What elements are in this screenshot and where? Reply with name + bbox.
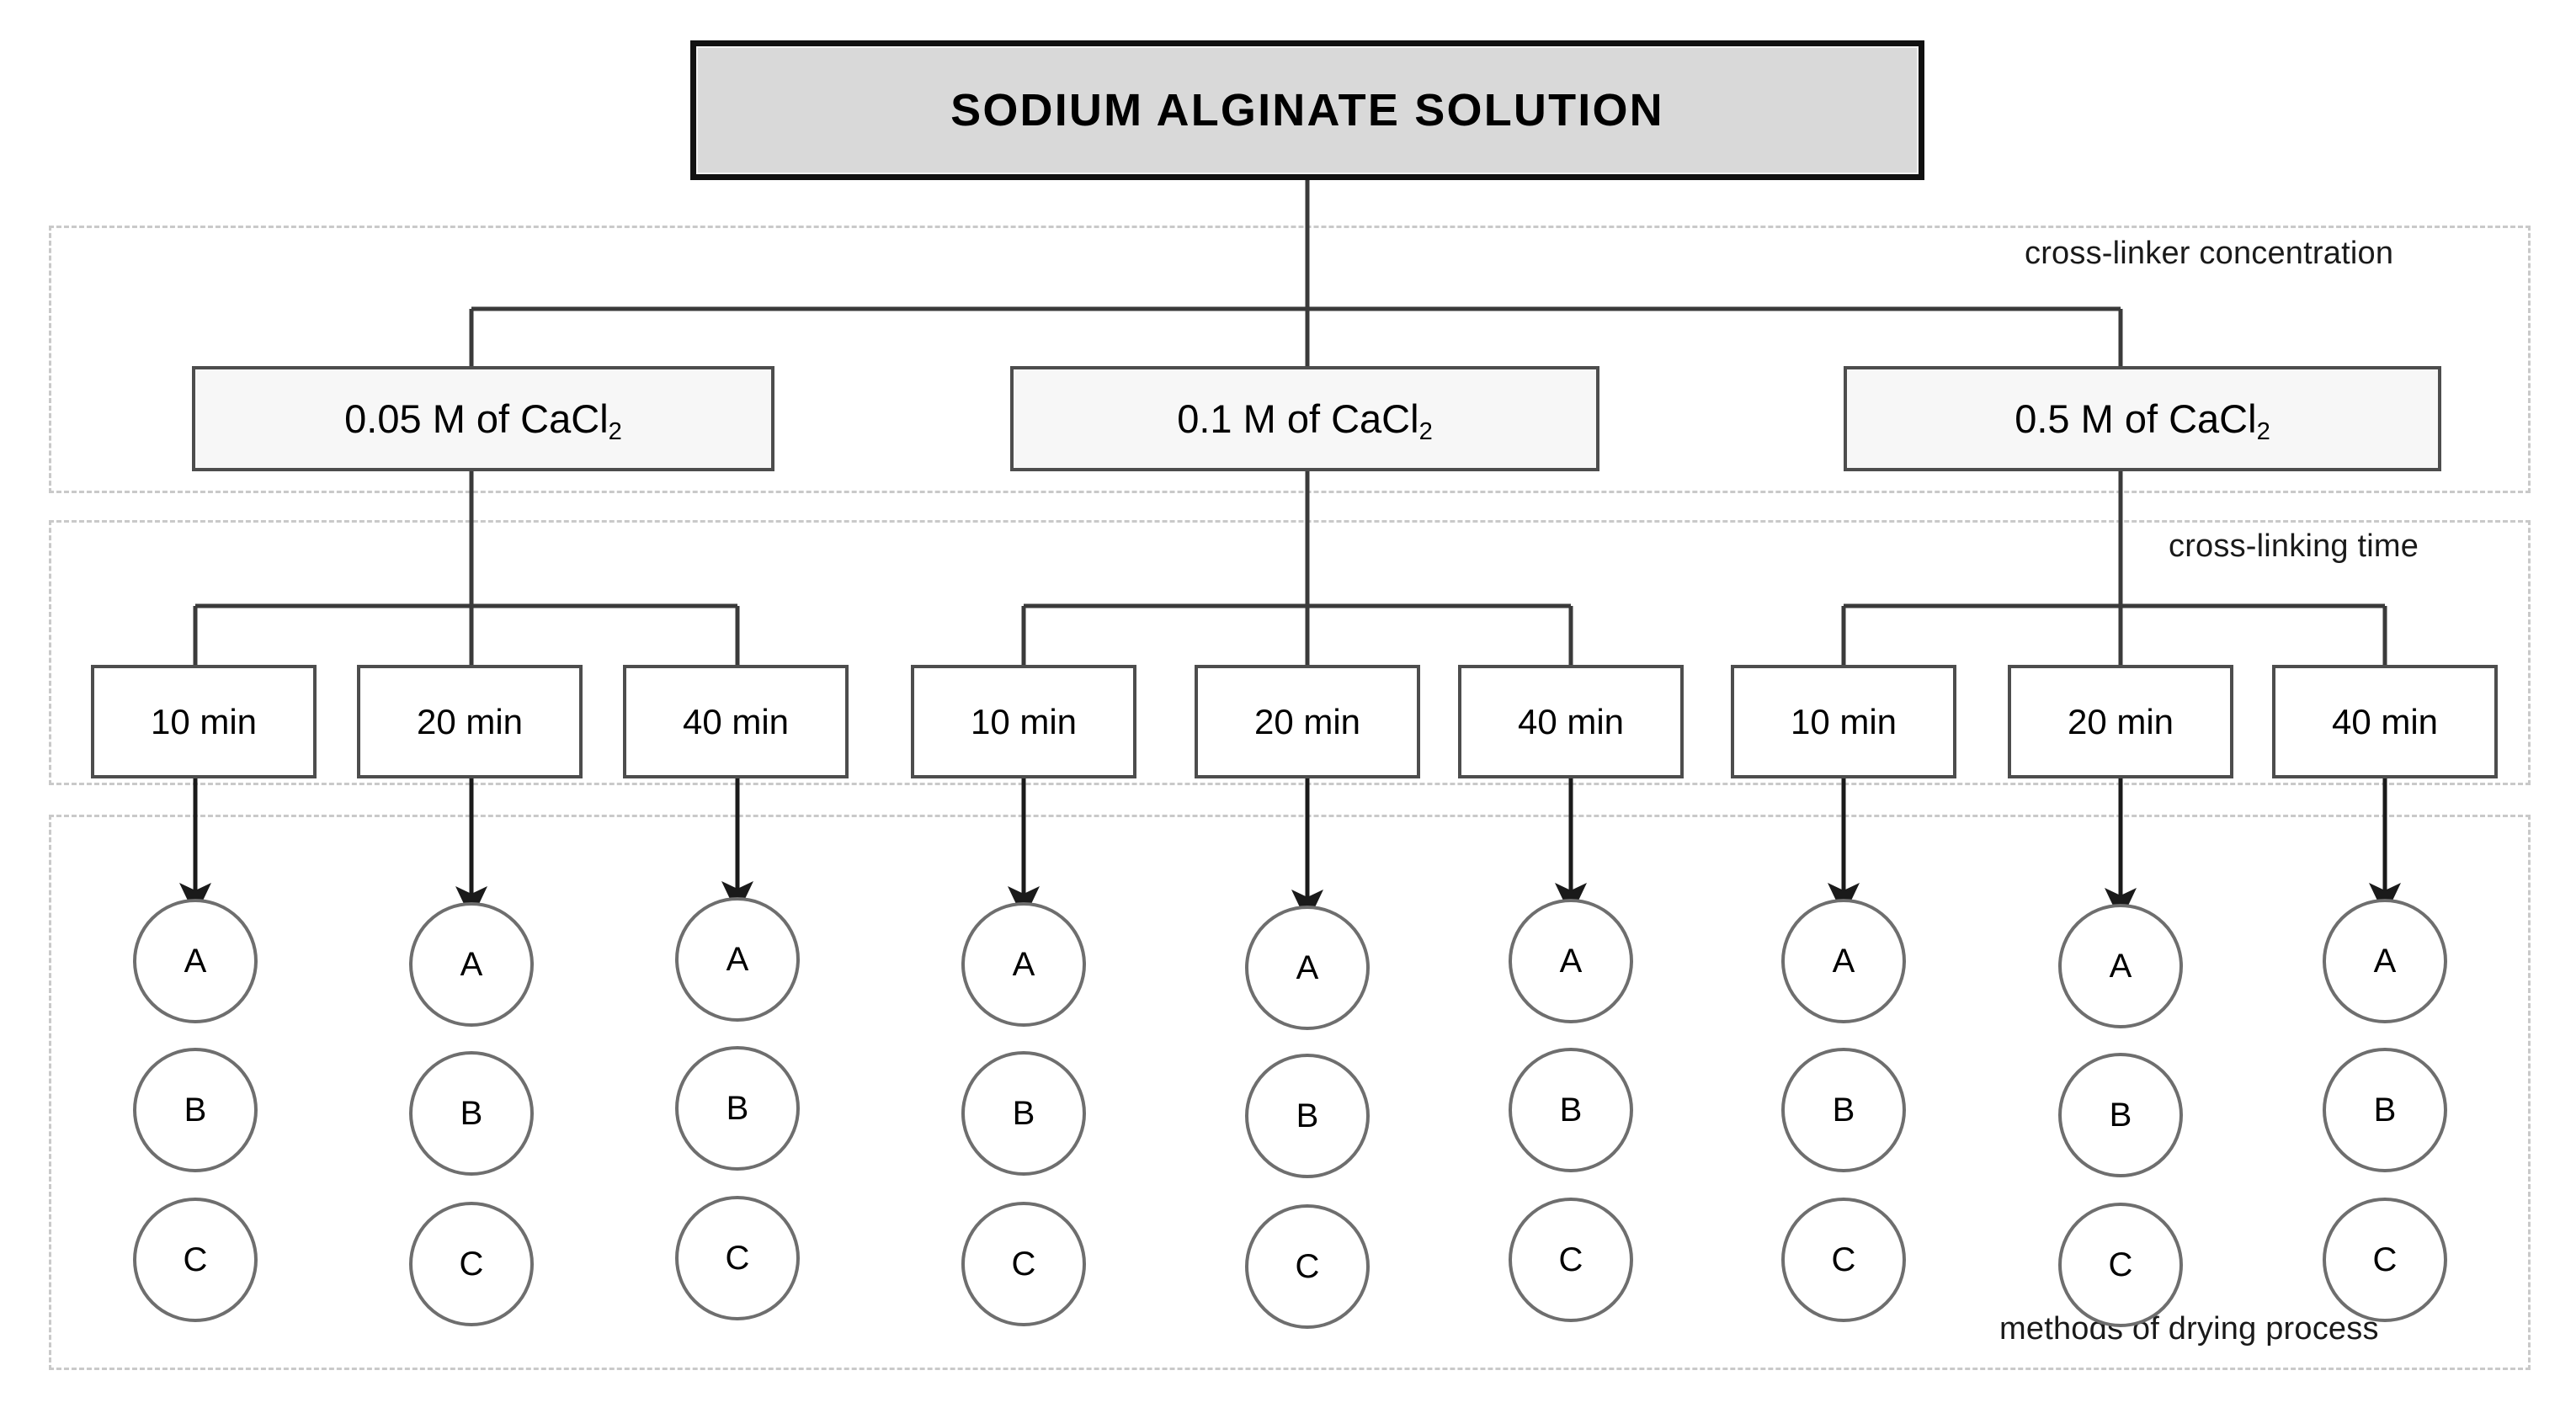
drying-node-c2-t2-C[interactable]: C bbox=[2323, 1198, 2447, 1322]
drying-node-label: A bbox=[2373, 942, 2397, 980]
drying-node-c2-t1-A[interactable]: A bbox=[2058, 904, 2183, 1028]
drying-node-label: C bbox=[1011, 1245, 1036, 1283]
drying-node-label: C bbox=[2372, 1240, 2398, 1278]
time-box-c2-t2[interactable]: 40 min bbox=[2272, 665, 2498, 778]
drying-node-label: B bbox=[460, 1094, 483, 1132]
drying-node-c1-t0-A[interactable]: A bbox=[961, 902, 1086, 1027]
time-label-c0-t0: 10 min bbox=[150, 701, 258, 741]
concentration-box-2[interactable]: 0.5 M of CaCl2 bbox=[1844, 366, 2441, 471]
drying-node-c2-t1-B[interactable]: B bbox=[2058, 1053, 2183, 1177]
drying-node-label: A bbox=[726, 940, 749, 978]
drying-node-c2-t0-B[interactable]: B bbox=[1781, 1048, 1906, 1172]
drying-node-label: B bbox=[726, 1089, 749, 1127]
region-methods-of-drying-process bbox=[49, 815, 2531, 1370]
time-label-c1-t2: 40 min bbox=[1517, 701, 1625, 741]
drying-node-c0-t0-A[interactable]: A bbox=[133, 899, 258, 1023]
concentration-box-1[interactable]: 0.1 M of CaCl2 bbox=[1010, 366, 1599, 471]
drying-node-label: B bbox=[1296, 1097, 1319, 1134]
concentration-box-0[interactable]: 0.05 M of CaCl2 bbox=[192, 366, 774, 471]
drying-node-label: C bbox=[1558, 1240, 1583, 1278]
time-label-c0-t2: 40 min bbox=[682, 701, 790, 741]
drying-node-c1-t2-B[interactable]: B bbox=[1509, 1048, 1633, 1172]
drying-node-label: C bbox=[725, 1239, 750, 1277]
drying-node-c2-t2-A[interactable]: A bbox=[2323, 899, 2447, 1023]
drying-node-label: B bbox=[1832, 1091, 1855, 1129]
drying-node-c2-t0-C[interactable]: C bbox=[1781, 1198, 1906, 1322]
drying-node-label: C bbox=[2108, 1246, 2133, 1283]
time-box-c0-t2[interactable]: 40 min bbox=[623, 665, 849, 778]
time-box-c1-t0[interactable]: 10 min bbox=[911, 665, 1136, 778]
drying-node-c0-t2-A[interactable]: A bbox=[675, 897, 800, 1022]
drying-node-label: A bbox=[2109, 947, 2132, 985]
drying-node-c1-t0-B[interactable]: B bbox=[961, 1051, 1086, 1176]
drying-node-c1-t0-C[interactable]: C bbox=[961, 1202, 1086, 1326]
time-label-c1-t1: 20 min bbox=[1253, 701, 1361, 741]
time-box-c2-t0[interactable]: 10 min bbox=[1731, 665, 1956, 778]
drying-node-c1-t2-C[interactable]: C bbox=[1509, 1198, 1633, 1322]
concentration-label-1: 0.1 M of CaCl2 bbox=[1177, 396, 1433, 446]
time-box-c0-t1[interactable]: 20 min bbox=[357, 665, 583, 778]
drying-node-c0-t1-C[interactable]: C bbox=[409, 1202, 534, 1326]
drying-node-label: A bbox=[1296, 948, 1319, 986]
time-label-c2-t0: 10 min bbox=[1790, 701, 1897, 741]
region-cross-linker-concentration bbox=[49, 226, 2531, 493]
time-box-c2-t1[interactable]: 20 min bbox=[2008, 665, 2233, 778]
drying-node-label: A bbox=[460, 945, 483, 983]
drying-node-label: C bbox=[1831, 1240, 1856, 1278]
drying-node-c1-t1-C[interactable]: C bbox=[1245, 1204, 1370, 1329]
concentration-label-2: 0.5 M of CaCl2 bbox=[2014, 396, 2270, 446]
region-label-cross-linking-time: cross-linking time bbox=[2169, 529, 2419, 564]
drying-node-c0-t2-B[interactable]: B bbox=[675, 1046, 800, 1171]
drying-node-c0-t2-C[interactable]: C bbox=[675, 1196, 800, 1320]
drying-node-label: B bbox=[184, 1091, 207, 1129]
drying-node-c0-t0-B[interactable]: B bbox=[133, 1048, 258, 1172]
time-label-c0-t1: 20 min bbox=[416, 701, 524, 741]
time-box-c0-t0[interactable]: 10 min bbox=[91, 665, 317, 778]
drying-node-label: B bbox=[1559, 1091, 1583, 1129]
drying-node-c0-t0-C[interactable]: C bbox=[133, 1198, 258, 1322]
drying-node-c1-t2-A[interactable]: A bbox=[1509, 899, 1633, 1023]
drying-node-c2-t0-A[interactable]: A bbox=[1781, 899, 1906, 1023]
region-label-methods-of-drying-process: methods of drying process bbox=[1999, 1311, 2379, 1347]
title-box[interactable]: SODIUM ALGINATE SOLUTION bbox=[690, 40, 1924, 180]
drying-node-label: A bbox=[1832, 942, 1855, 980]
drying-node-c0-t1-B[interactable]: B bbox=[409, 1051, 534, 1176]
drying-node-label: C bbox=[183, 1240, 208, 1278]
concentration-label-0: 0.05 M of CaCl2 bbox=[344, 396, 622, 446]
drying-node-label: B bbox=[2373, 1091, 2397, 1129]
drying-node-c1-t1-B[interactable]: B bbox=[1245, 1054, 1370, 1178]
page-title: SODIUM ALGINATE SOLUTION bbox=[950, 85, 1664, 135]
region-cross-linking-time bbox=[49, 520, 2531, 785]
time-box-c1-t2[interactable]: 40 min bbox=[1458, 665, 1684, 778]
drying-node-label: C bbox=[1295, 1247, 1320, 1285]
drying-node-label: A bbox=[184, 942, 207, 980]
time-label-c1-t0: 10 min bbox=[970, 701, 1078, 741]
drying-node-c2-t2-B[interactable]: B bbox=[2323, 1048, 2447, 1172]
drying-node-c2-t1-C[interactable]: C bbox=[2058, 1203, 2183, 1327]
time-label-c2-t1: 20 min bbox=[2067, 701, 2174, 741]
drying-node-label: B bbox=[1012, 1094, 1035, 1132]
drying-node-label: A bbox=[1012, 945, 1035, 983]
time-box-c1-t1[interactable]: 20 min bbox=[1195, 665, 1420, 778]
drying-node-label: A bbox=[1559, 942, 1583, 980]
drying-node-c0-t1-A[interactable]: A bbox=[409, 902, 534, 1027]
time-label-c2-t2: 40 min bbox=[2331, 701, 2439, 741]
drying-node-label: B bbox=[2109, 1096, 2132, 1134]
drying-node-label: C bbox=[459, 1245, 484, 1283]
title-box-inner: SODIUM ALGINATE SOLUTION bbox=[696, 46, 1919, 174]
drying-node-c1-t1-A[interactable]: A bbox=[1245, 906, 1370, 1030]
region-label-cross-linker-concentration: cross-linker concentration bbox=[2025, 236, 2394, 271]
